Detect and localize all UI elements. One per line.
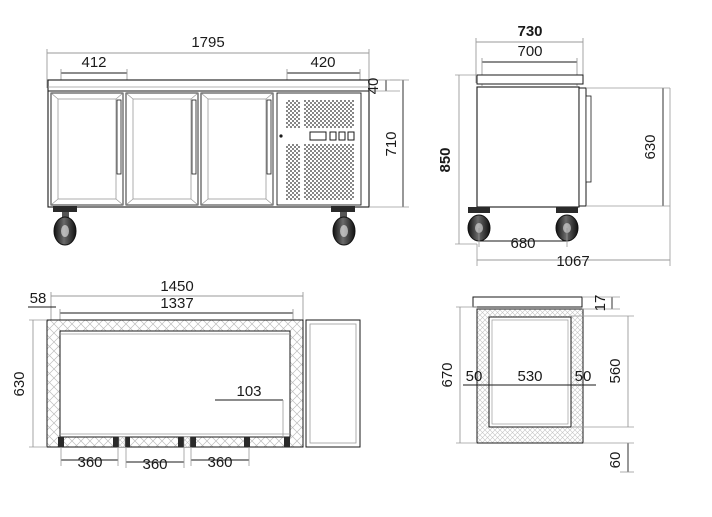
control-button-3[interactable] (347, 131, 355, 141)
dim-side-door-open-depth: 1067 (476, 88, 671, 270)
front-caster-right (331, 206, 356, 246)
plan-jamb-6 (244, 437, 250, 447)
plan-jamb-2 (113, 437, 119, 447)
vent-grille-top-right (304, 100, 354, 128)
dim-label-60: 60 (607, 452, 624, 469)
dim-section-inner-height: 560 (571, 315, 634, 428)
plan-jamb-4 (178, 437, 184, 447)
section-cavity-inner (491, 319, 569, 425)
plan-jamb-1 (58, 437, 64, 447)
dim-section-inner-width: 530 (489, 368, 571, 386)
front-door-left[interactable] (50, 92, 124, 206)
plan-right-compartment (305, 319, 361, 448)
plan-jamb-7 (284, 437, 290, 447)
dim-plan-wall-thickness: 58 (28, 290, 56, 308)
side-cabinet-body (476, 86, 580, 208)
front-caster-left (53, 206, 77, 246)
dim-label-530: 530 (517, 368, 542, 385)
dim-plan-opening-2: 360 (125, 447, 185, 473)
door-handle-right-icon[interactable] (266, 99, 272, 175)
dim-plan-overall-length: 1450 (50, 278, 304, 322)
plan-jamb-5 (190, 437, 196, 447)
control-display (309, 131, 327, 141)
front-door-right[interactable] (200, 92, 274, 206)
dim-label-1067: 1067 (556, 253, 589, 270)
dim-side-overall-height: 850 (437, 74, 477, 245)
dim-section-wall-left: 50 (463, 368, 489, 386)
dim-side-body-depth: 700 (481, 43, 578, 86)
dim-label-730: 730 (517, 23, 542, 40)
control-button-2[interactable] (338, 131, 346, 141)
dim-side-caster-span: 680 (478, 228, 568, 252)
dim-label-630-plan: 630 (11, 371, 28, 396)
dim-label-360-c: 360 (207, 454, 232, 471)
lock-icon[interactable] (279, 134, 283, 138)
dim-label-17: 17 (592, 295, 609, 312)
dim-front-body-height: 710 (369, 79, 409, 208)
dim-label-680: 680 (510, 235, 535, 252)
side-door-handle-icon[interactable] (585, 95, 592, 183)
plan-cabinet-inner (59, 330, 291, 438)
front-compressor-bay (276, 92, 362, 206)
dim-section-wall-right: 50 (571, 368, 596, 386)
dim-section-base-height: 60 (583, 442, 634, 473)
dim-side-door-height: 630 (586, 87, 670, 207)
dim-plan-depth: 630 (11, 319, 47, 448)
dim-label-850: 850 (437, 147, 454, 172)
front-elevation-view: 1795 412 420 (46, 34, 409, 246)
dim-label-1337: 1337 (160, 295, 193, 312)
dim-plan-partition: 103 (215, 383, 284, 437)
vent-grille-top-left (286, 100, 300, 128)
plan-jamb-3 (124, 437, 130, 447)
dim-section-top-thickness: 17 (582, 295, 620, 312)
dim-label-670: 670 (439, 362, 456, 387)
dim-label-630-side: 630 (642, 134, 659, 159)
side-worktop (476, 74, 584, 85)
dim-plan-inner-length: 1337 (59, 295, 294, 326)
dim-label-710: 710 (383, 131, 400, 156)
dim-section-height: 670 (439, 306, 477, 444)
door-handle-center-icon[interactable] (191, 99, 197, 175)
dim-label-58: 58 (30, 290, 47, 307)
dim-label-50-left: 50 (466, 368, 483, 385)
dim-label-360-a: 360 (77, 454, 102, 471)
section-top-plate (472, 296, 583, 308)
door-handle-left-icon[interactable] (116, 99, 122, 175)
plan-view: 1450 1337 58 (11, 278, 361, 473)
vent-grille-bottom-left (286, 144, 300, 200)
dim-label-412: 412 (81, 54, 106, 71)
side-open-door[interactable] (578, 87, 592, 207)
cross-section-view: 670 50 530 50 560 17 (439, 295, 634, 473)
side-elevation-view: 730 700 (437, 23, 671, 270)
dim-label-1795: 1795 (191, 34, 224, 51)
dim-label-700: 700 (517, 43, 542, 60)
dim-label-103: 103 (236, 383, 261, 400)
control-button-1[interactable] (329, 131, 337, 141)
vent-grille-bottom-right (304, 144, 354, 200)
dim-label-360-b: 360 (142, 456, 167, 473)
dim-label-560: 560 (607, 358, 624, 383)
dim-front-overall-width: 1795 (46, 34, 370, 88)
dim-plan-opening-1: 360 (60, 447, 119, 471)
dim-label-420: 420 (310, 54, 335, 71)
dim-label-40: 40 (365, 78, 382, 95)
dim-plan-opening-3: 360 (190, 447, 250, 471)
dim-label-1450: 1450 (160, 278, 193, 295)
dim-label-50-right: 50 (575, 368, 592, 385)
front-door-center[interactable] (125, 92, 199, 206)
